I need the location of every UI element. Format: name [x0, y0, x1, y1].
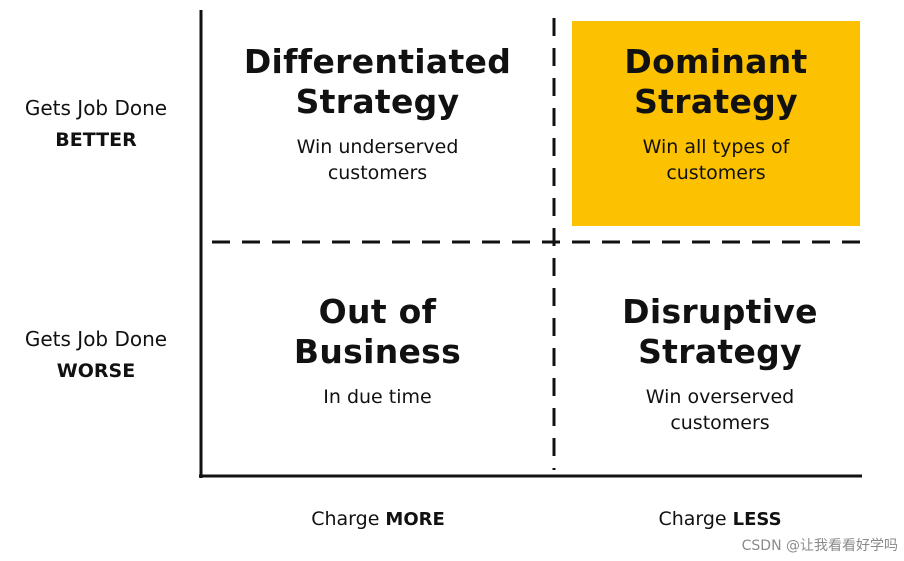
quadrant-disruptive-desc: Win overserved customers [570, 384, 870, 436]
quadrant-differentiated-desc-line2: customers [327, 162, 428, 184]
quadrant-out-of-business-title-line1: Out of [318, 292, 437, 331]
quadrant-dominant-title-line2: Strategy [634, 82, 798, 121]
column-label-less: Charge LESS [620, 508, 820, 530]
quadrant-dominant-desc-line1: Win all types of [642, 136, 790, 158]
row-label-better: Gets Job Done BETTER [12, 92, 180, 156]
quadrant-out-of-business-title-line2: Business [293, 332, 462, 371]
quadrant-disruptive-title-line2: Strategy [638, 332, 802, 371]
quadrant-dominant-title-line1: Dominant [624, 42, 808, 81]
row-label-worse: Gets Job Done WORSE [12, 323, 180, 387]
quadrant-differentiated-desc-line1: Win underserved [296, 136, 459, 158]
quadrant-dominant-title: Dominant Strategy [572, 42, 860, 122]
quadrant-disruptive-desc-line1: Win overserved [645, 386, 795, 408]
quadrant-differentiated-title-line1: Differentiated [243, 42, 512, 81]
quadrant-dominant-desc: Win all types of customers [572, 134, 860, 186]
quadrant-disruptive-title: Disruptive Strategy [570, 292, 870, 372]
column-label-more-strong: MORE [385, 509, 445, 530]
quadrant-out-of-business-desc-line1: In due time [323, 386, 432, 408]
quadrant-differentiated: Differentiated Strategy Win underserved … [220, 42, 535, 186]
watermark-text: CSDN @让我看看好学吗 [741, 538, 898, 554]
quadrant-out-of-business: Out of Business In due time [220, 292, 535, 410]
quadrant-out-of-business-title: Out of Business [220, 292, 535, 372]
row-label-worse-line1: Gets Job Done [24, 327, 168, 351]
quadrant-differentiated-desc: Win underserved customers [220, 134, 535, 186]
quadrant-dominant-desc-line2: customers [666, 162, 766, 184]
quadrant-disruptive: Disruptive Strategy Win overserved custo… [570, 292, 870, 436]
row-label-better-line1: Gets Job Done [24, 96, 168, 120]
column-label-less-strong: LESS [732, 509, 782, 530]
quadrant-dominant: Dominant Strategy Win all types of custo… [572, 21, 860, 226]
quadrant-disruptive-desc-line2: customers [670, 412, 770, 434]
row-label-worse-line2: WORSE [56, 360, 136, 382]
quadrant-out-of-business-desc: In due time [220, 384, 535, 410]
row-label-better-line2: BETTER [55, 129, 137, 151]
quadrant-differentiated-title: Differentiated Strategy [220, 42, 535, 122]
quadrant-differentiated-title-line2: Strategy [295, 82, 460, 121]
column-label-more: Charge MORE [278, 508, 478, 530]
column-label-more-prefix: Charge [311, 508, 386, 530]
column-label-less-prefix: Charge [658, 508, 733, 530]
quadrant-disruptive-title-line1: Disruptive [622, 292, 818, 331]
